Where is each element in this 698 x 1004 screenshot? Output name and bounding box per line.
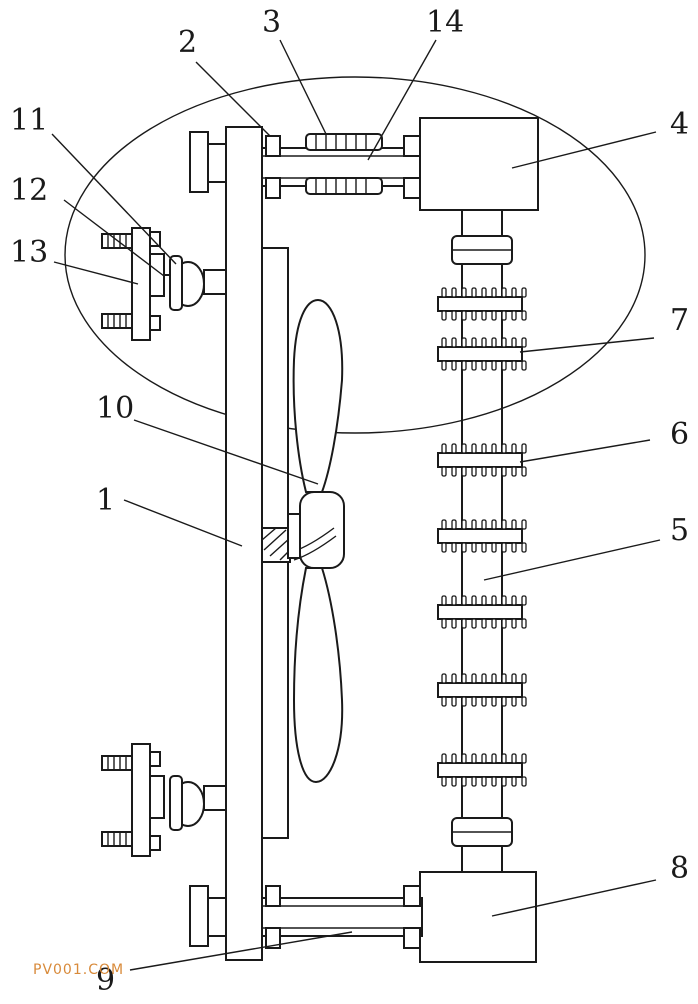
brush-ring — [437, 595, 527, 629]
bottom-left-flange — [189, 885, 227, 947]
fan-blade-lower — [292, 567, 344, 784]
label-5: 5 — [670, 513, 689, 548]
label-6: 6 — [670, 417, 689, 452]
leader-lines — [51, 39, 661, 971]
top-coupling — [451, 209, 513, 265]
label-1: 1 — [96, 483, 115, 518]
hatch-pattern — [261, 527, 291, 561]
fan-hub-bracket — [261, 527, 291, 563]
fan-blade-upper — [292, 298, 344, 493]
brush-ring — [437, 287, 527, 321]
fan-assembly — [287, 298, 345, 784]
label-8: 8 — [670, 851, 689, 886]
label-2: 2 — [178, 25, 197, 60]
label-12: 12 — [10, 173, 48, 208]
bottom-gearbox — [419, 871, 537, 963]
main-frame-plate — [225, 126, 263, 961]
label-4: 4 — [670, 107, 689, 142]
label-7: 7 — [670, 303, 689, 338]
top-gearbox — [419, 117, 539, 211]
brush-ring — [437, 519, 527, 553]
label-14: 14 — [426, 5, 464, 40]
label-3: 3 — [262, 5, 281, 40]
top-shaft-assembly — [261, 133, 423, 199]
label-13: 13 — [10, 235, 48, 270]
bottom-coupling — [451, 817, 513, 873]
brush-ring — [437, 337, 527, 371]
top-left-flange — [189, 131, 227, 193]
label-10: 10 — [96, 391, 134, 426]
watermark: PV001.COM — [33, 962, 125, 978]
brush-ring — [437, 443, 527, 477]
spring-upper — [305, 133, 383, 151]
lower-mount-bracket — [101, 743, 227, 857]
brush-ring — [437, 673, 527, 707]
brush-ring — [437, 753, 527, 787]
bottom-shaft-assembly — [261, 885, 423, 949]
fan-hub — [299, 491, 345, 569]
upper-mount-bracket — [101, 227, 227, 341]
detail-ellipse — [64, 76, 646, 434]
label-11: 11 — [10, 103, 48, 138]
brush-rings — [437, 287, 527, 787]
label-9: 9 — [96, 963, 115, 998]
spring-lower — [305, 177, 383, 195]
